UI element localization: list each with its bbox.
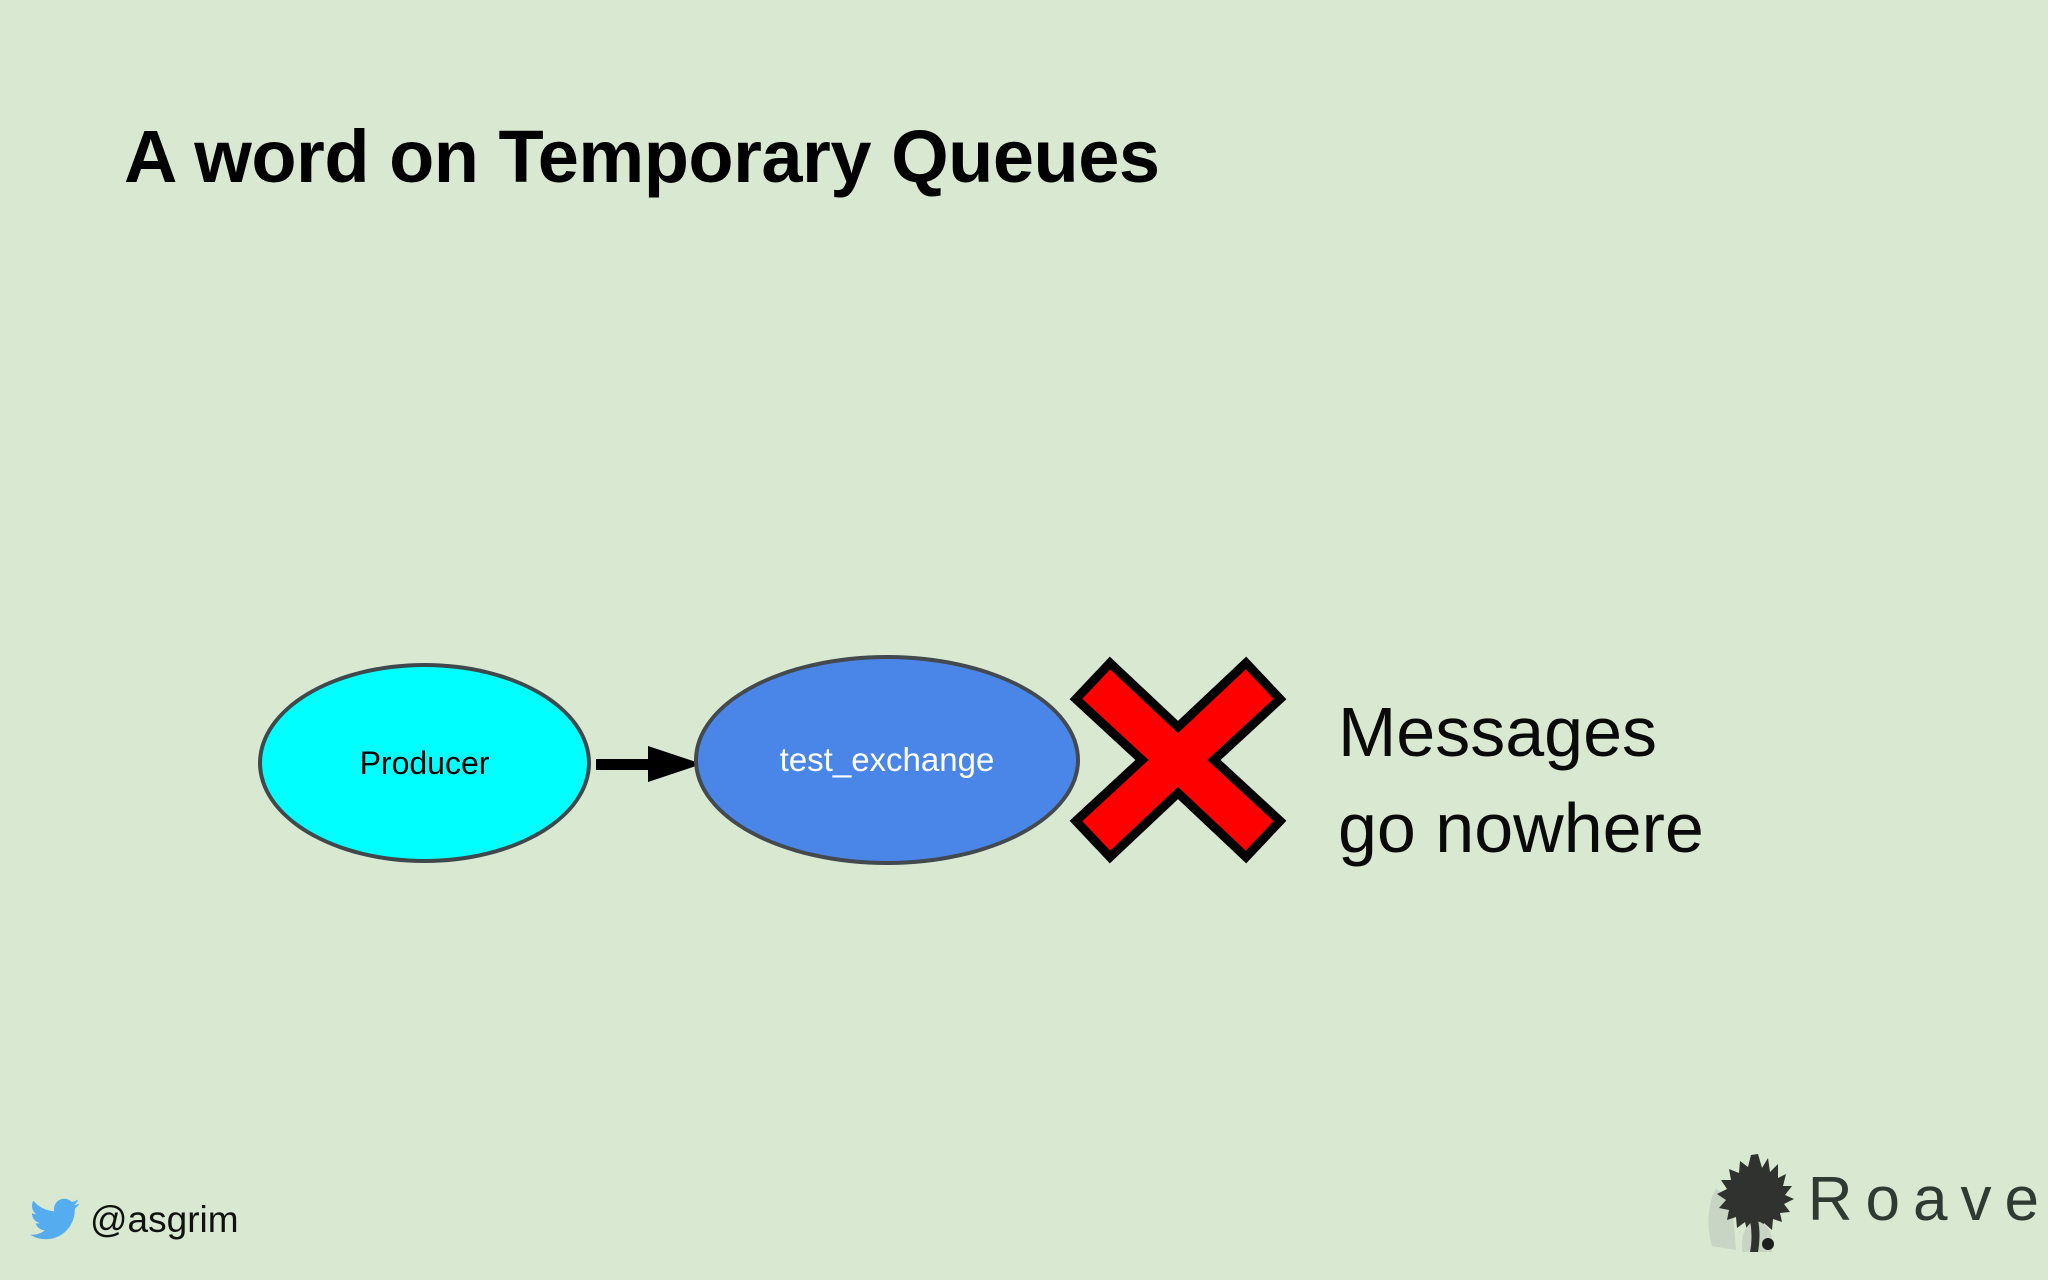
twitter-bird-icon	[30, 1198, 80, 1240]
roave-dog-icon	[1708, 1154, 1794, 1252]
roave-wordmark: Roave	[1807, 1165, 2048, 1234]
roave-logo[interactable]: Roave	[1706, 1148, 2048, 1258]
callout-line-2: go nowhere	[1338, 789, 1704, 867]
diagram-node-producer-label: Producer	[359, 744, 490, 781]
diagram-node-test-exchange-label: test_exchange	[779, 741, 995, 778]
callout-line-1: Messages	[1338, 693, 1658, 771]
edge-producer-to-exchange-arrow-icon	[596, 746, 702, 782]
diagram-node-test-exchange[interactable]: test_exchange	[694, 655, 1080, 865]
page-title: A word on Temporary Queues	[124, 115, 1160, 198]
x-cross-icon	[1069, 656, 1287, 864]
diagram-node-producer[interactable]: Producer	[258, 663, 591, 863]
twitter-handle-label: @asgrim	[90, 1199, 239, 1240]
twitter-credit[interactable]: @asgrim	[30, 1198, 239, 1242]
callout-message: Messages go nowhere	[1338, 684, 1704, 876]
